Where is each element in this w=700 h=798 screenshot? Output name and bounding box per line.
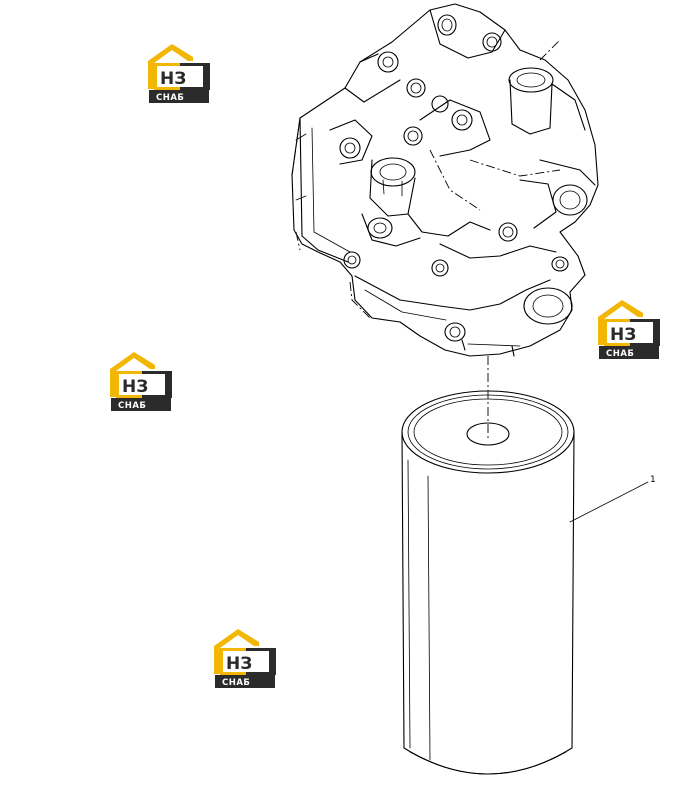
svg-text:СНАБ: СНАБ xyxy=(156,93,184,103)
svg-text:СНАБ: СНАБ xyxy=(222,678,250,688)
callout-label: 1 xyxy=(650,475,656,485)
watermark-logo: НЗ СНАБ xyxy=(214,629,276,688)
callout-part-1: 1 xyxy=(569,475,656,523)
svg-text:НЗ: НЗ xyxy=(226,654,252,674)
watermark-logo: НЗ СНАБ xyxy=(110,352,172,411)
svg-text:НЗ: НЗ xyxy=(610,325,636,345)
svg-text:НЗ: НЗ xyxy=(122,377,148,397)
svg-text:НЗ: НЗ xyxy=(160,69,186,89)
filter-cartridge xyxy=(401,390,575,775)
svg-text:СНАБ: СНАБ xyxy=(118,401,146,411)
svg-text:СНАБ: СНАБ xyxy=(606,349,634,359)
watermark-logo: НЗ СНАБ xyxy=(148,44,210,103)
watermark-logo: НЗ СНАБ xyxy=(598,300,660,359)
filter-head-housing xyxy=(291,3,599,357)
